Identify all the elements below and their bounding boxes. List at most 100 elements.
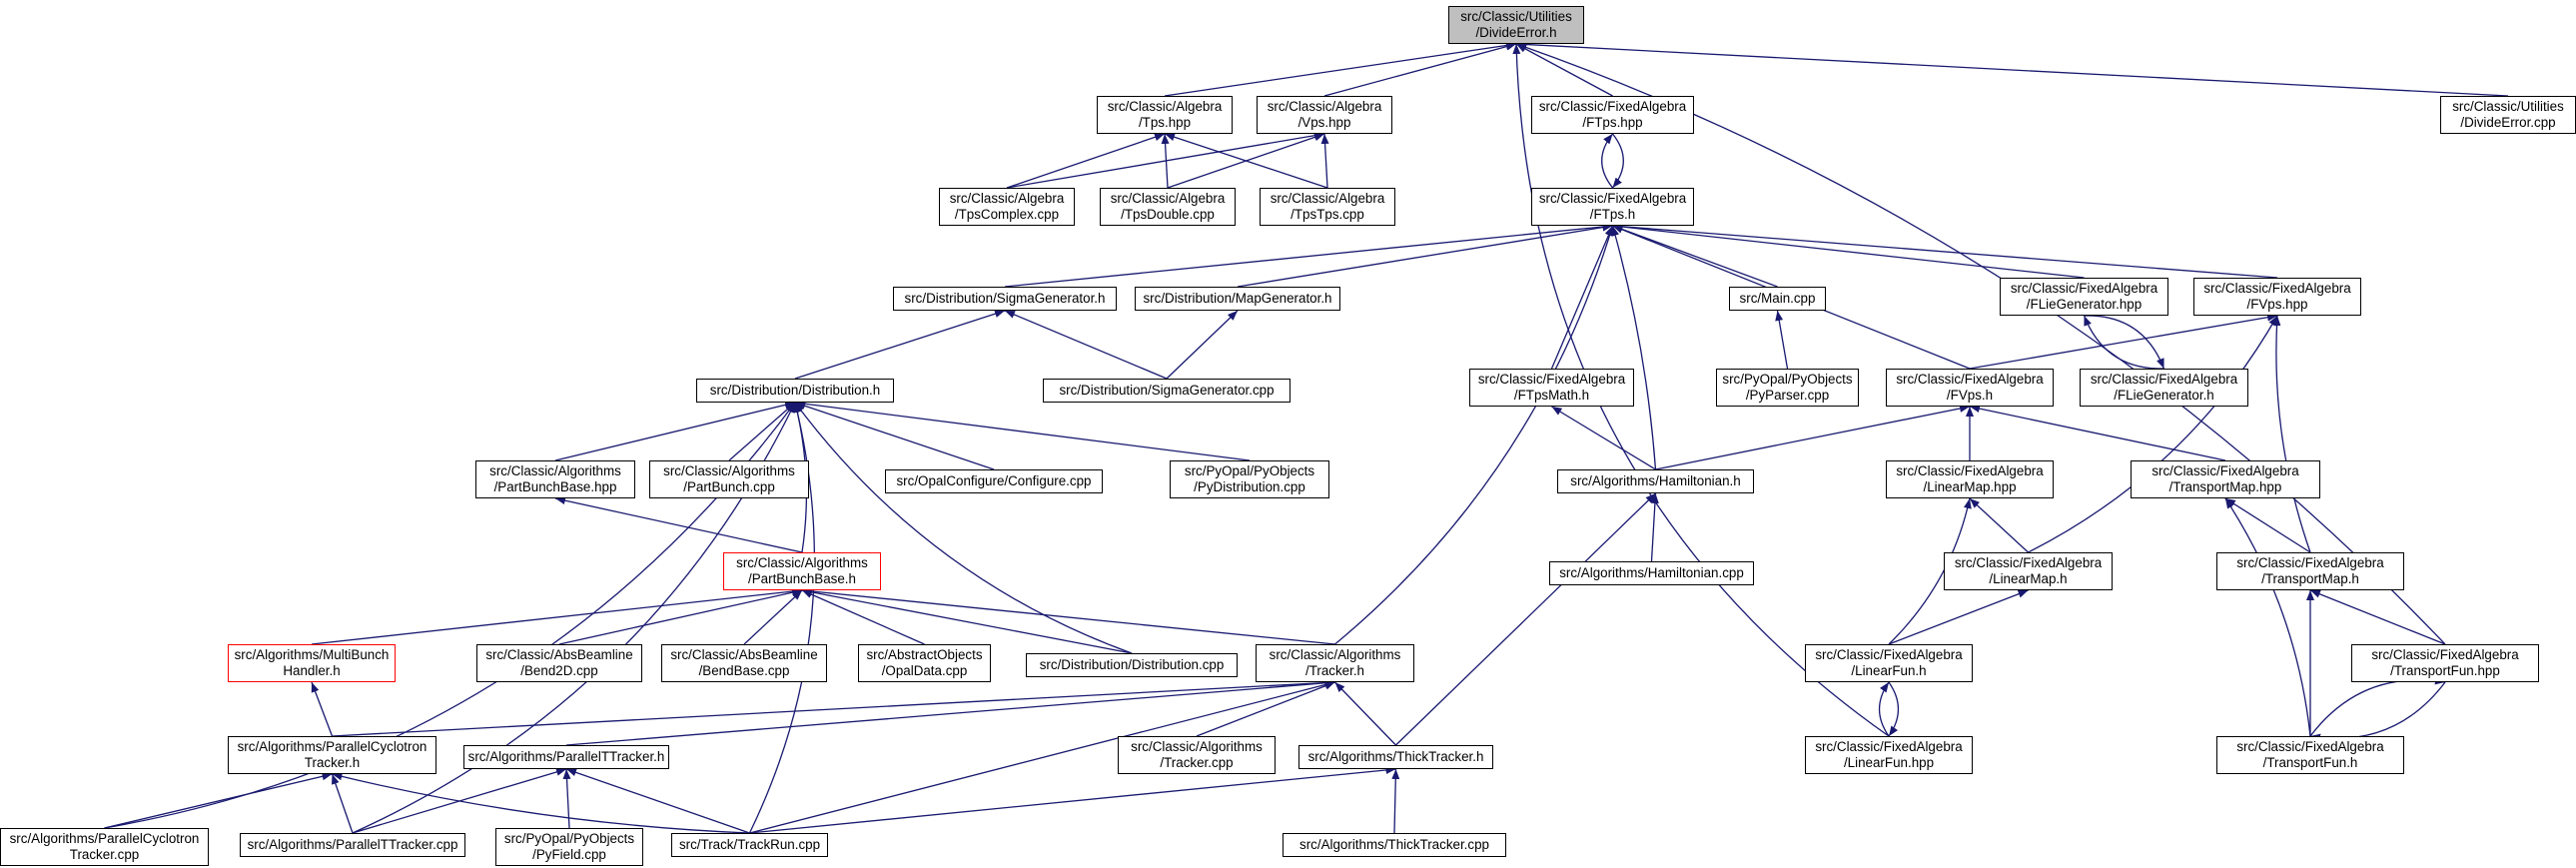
edge-pyfield_cpp-to-parallelttracker_h [562, 768, 571, 829]
edge-trackrun_cpp-to-thicktracker_h [749, 766, 1396, 834]
node-label-line: src/Classic/FixedAlgebra [1538, 191, 1687, 206]
node-label-line: src/Classic/Algorithms [1131, 739, 1263, 754]
edge-bend2d_cpp-to-partbunchbase_h [558, 588, 803, 645]
node-fliegen-h[interactable]: src/Classic/FixedAlgebra/FLieGenerator.h [2080, 369, 2248, 407]
node-tpscomplex-cpp[interactable]: src/Classic/Algebra/TpsComplex.cpp [939, 188, 1075, 226]
node-label-line: src/Track/TrackRun.cpp [678, 837, 821, 852]
edge-sigmagen_cpp-to-mapgen_h [1166, 310, 1239, 380]
node-distribution-h[interactable]: src/Distribution/Distribution.h [696, 379, 894, 403]
node-label-line: src/Algorithms/Hamiltonian.cpp [1559, 565, 1744, 580]
node-hamiltonian-cpp[interactable]: src/Algorithms/Hamiltonian.cpp [1549, 561, 1754, 585]
edge-tpsdouble_cpp-to-vps_hpp [1167, 133, 1325, 189]
node-configure-cpp[interactable]: src/OpalConfigure/Configure.cpp [885, 469, 1103, 493]
node-pydistribution-cpp[interactable]: src/PyOpal/PyObjects/PyDistribution.cpp [1170, 460, 1329, 498]
node-divideerror-cpp[interactable]: src/Classic/Utilities/DivideError.cpp [2440, 96, 2576, 134]
edge-thicktracker_cpp-to-thicktracker_h [1391, 768, 1400, 834]
node-label-line: src/Algorithms/Hamiltonian.h [1570, 473, 1741, 488]
edge-opaldata_cpp-to-partbunchbase_h [801, 589, 925, 645]
node-linearfun-h[interactable]: src/Classic/FixedAlgebra/LinearFun.h [1805, 644, 1973, 682]
node-distribution-cpp[interactable]: src/Distribution/Distribution.cpp [1026, 653, 1238, 677]
node-label-line: /Bend2D.cpp [520, 663, 598, 678]
node-label-line: src/Classic/Algorithms [663, 463, 795, 478]
node-bend2d-cpp[interactable]: src/Classic/AbsBeamline/Bend2D.cpp [476, 644, 642, 682]
node-partbunchbase-hpp[interactable]: src/Classic/Algorithms/PartBunchBase.hpp [475, 460, 635, 498]
node-label-line: src/Classic/FixedAlgebra [2203, 281, 2351, 296]
node-linearmap-h[interactable]: src/Classic/FixedAlgebra/LinearMap.h [1944, 552, 2113, 590]
node-label-line: /LinearMap.hpp [1923, 479, 2017, 494]
node-tracker-h[interactable]: src/Classic/Algorithms/Tracker.h [1256, 644, 1414, 682]
edge-parallelttracker_cpp-to-parallelcyclotron_h [331, 773, 354, 834]
node-label-line: src/Classic/FixedAlgebra [2236, 555, 2384, 570]
edge-fvps_hpp-to-ftps_h [1612, 222, 2278, 279]
edge-transportfun_hpp-to-transportmap_h [2309, 589, 2446, 645]
edge-tpstps_cpp-to-vps_hpp [1320, 133, 1329, 189]
edge-partbunch_cpp-to-distribution_h [728, 402, 796, 461]
node-trackrun-cpp[interactable]: src/Track/TrackRun.cpp [671, 833, 828, 857]
node-label-line: src/Classic/AbsBeamline [670, 647, 818, 662]
node-parallelttracker-cpp[interactable]: src/Algorithms/ParallelTTracker.cpp [240, 833, 465, 857]
node-transportmap-hpp[interactable]: src/Classic/FixedAlgebra/TransportMap.hp… [2131, 460, 2320, 498]
node-ftpsmath-h[interactable]: src/Classic/FixedAlgebra/FTpsMath.h [1469, 369, 1634, 407]
node-partbunch-cpp[interactable]: src/Classic/Algorithms/PartBunch.cpp [649, 460, 809, 498]
node-label-line: src/Classic/FixedAlgebra [2236, 739, 2384, 754]
node-sigmagen-cpp[interactable]: src/Distribution/SigmaGenerator.cpp [1043, 379, 1290, 403]
node-label-line: src/Classic/Algorithms [1269, 647, 1401, 662]
node-tpstps-cpp[interactable]: src/Classic/Algebra/TpsTps.cpp [1260, 188, 1395, 226]
edge-parallelttracker_h-to-tracker_h [565, 678, 1335, 746]
node-fvps-h[interactable]: src/Classic/FixedAlgebra/FVps.h [1886, 369, 2054, 407]
node-fvps-hpp[interactable]: src/Classic/FixedAlgebra/FVps.hpp [2193, 278, 2361, 316]
node-pyfield-cpp[interactable]: src/PyOpal/PyObjects/PyField.cpp [495, 828, 643, 866]
node-transportfun-hpp[interactable]: src/Classic/FixedAlgebra/TransportFun.hp… [2351, 644, 2539, 682]
node-thicktracker-cpp[interactable]: src/Algorithms/ThickTracker.cpp [1283, 833, 1506, 857]
node-label-line: src/Classic/Algebra [1267, 99, 1382, 114]
node-bendbase-cpp[interactable]: src/Classic/AbsBeamline/BendBase.cpp [661, 644, 827, 682]
node-label-line: src/Distribution/Distribution.h [709, 383, 881, 398]
node-label-line: /TransportFun.hpp [2390, 663, 2500, 678]
node-transportfun-h[interactable]: src/Classic/FixedAlgebra/TransportFun.h [2216, 736, 2404, 774]
node-label-line: src/Classic/Utilities [1460, 9, 1572, 24]
edge-parallelcyclotron_h-to-tracker_h [332, 678, 1335, 737]
node-linearfun-hpp[interactable]: src/Classic/FixedAlgebra/LinearFun.hpp [1805, 736, 1973, 774]
node-partbunchbase-h[interactable]: src/Classic/Algorithms/PartBunchBase.h [723, 552, 881, 590]
edge-fliegen_h-to-fliegen_hpp [2083, 315, 2164, 370]
node-parallelttracker-h[interactable]: src/Algorithms/ParallelTTracker.h [463, 745, 669, 769]
node-sigmagen-h[interactable]: src/Distribution/SigmaGenerator.h [893, 287, 1117, 311]
node-pyparser-cpp[interactable]: src/PyOpal/PyObjects/PyParser.cpp [1716, 369, 1859, 407]
node-vps-hpp[interactable]: src/Classic/Algebra/Vps.hpp [1257, 96, 1392, 134]
node-label-line: /PartBunch.cpp [683, 479, 775, 494]
node-label-line: src/Algorithms/ThickTracker.h [1307, 749, 1484, 764]
node-divideerror-h[interactable]: src/Classic/Utilities/DivideError.h [1448, 6, 1584, 44]
edge-ftps_h-to-ftps_hpp [1601, 133, 1614, 189]
edge-parallelcyclotron_cpp-to-parallelcyclotron_h [104, 772, 333, 829]
node-label-line: /PyParser.cpp [1745, 388, 1830, 403]
node-main-cpp[interactable]: src/Main.cpp [1729, 287, 1826, 311]
node-mapgen-h[interactable]: src/Distribution/MapGenerator.h [1135, 287, 1340, 311]
node-label-line: /TransportMap.hpp [2168, 479, 2282, 494]
node-hamiltonian-h[interactable]: src/Algorithms/Hamiltonian.h [1557, 469, 1754, 493]
node-label-line: /DivideError.h [1475, 25, 1557, 40]
edge-parallelcyclotron_h-to-multibunch_h [311, 681, 334, 737]
node-linearmap-hpp[interactable]: src/Classic/FixedAlgebra/LinearMap.hpp [1886, 460, 2054, 498]
edge-tpscomplex_cpp-to-vps_hpp [1006, 131, 1325, 189]
edge-bendbase_cpp-to-partbunchbase_h [743, 589, 803, 645]
node-tracker-cpp[interactable]: src/Classic/Algorithms/Tracker.cpp [1118, 736, 1276, 774]
edge-multibunch_h-to-partbunchbase_h [311, 587, 803, 645]
node-transportmap-h[interactable]: src/Classic/FixedAlgebra/TransportMap.h [2216, 552, 2404, 590]
node-ftps-hpp[interactable]: src/Classic/FixedAlgebra/FTps.hpp [1531, 96, 1694, 134]
node-tpsdouble-cpp[interactable]: src/Classic/Algebra/TpsDouble.cpp [1100, 188, 1236, 226]
node-label-line: src/Classic/FixedAlgebra [1538, 99, 1687, 114]
node-tps-hpp[interactable]: src/Classic/Algebra/Tps.hpp [1097, 96, 1233, 134]
node-ftps-h[interactable]: src/Classic/FixedAlgebra/FTps.h [1531, 188, 1694, 226]
edge-distribution_h-to-sigmagen_h [794, 310, 1006, 380]
edge-linearfun_h-to-linearmap_h [1888, 589, 2029, 645]
node-label-line: /LinearFun.hpp [1843, 755, 1935, 770]
node-label-line: /FVps.h [1946, 388, 1994, 403]
node-opaldata-cpp[interactable]: src/AbstractObjects/OpalData.cpp [858, 644, 991, 682]
node-fliegen-hpp[interactable]: src/Classic/FixedAlgebra/FLieGenerator.h… [2000, 278, 2168, 316]
node-label-line: src/Classic/Algebra [1270, 191, 1385, 206]
edge-fliegen_hpp-to-fliegen_h [2084, 315, 2165, 370]
node-thicktracker-h[interactable]: src/Algorithms/ThickTracker.h [1298, 745, 1493, 769]
